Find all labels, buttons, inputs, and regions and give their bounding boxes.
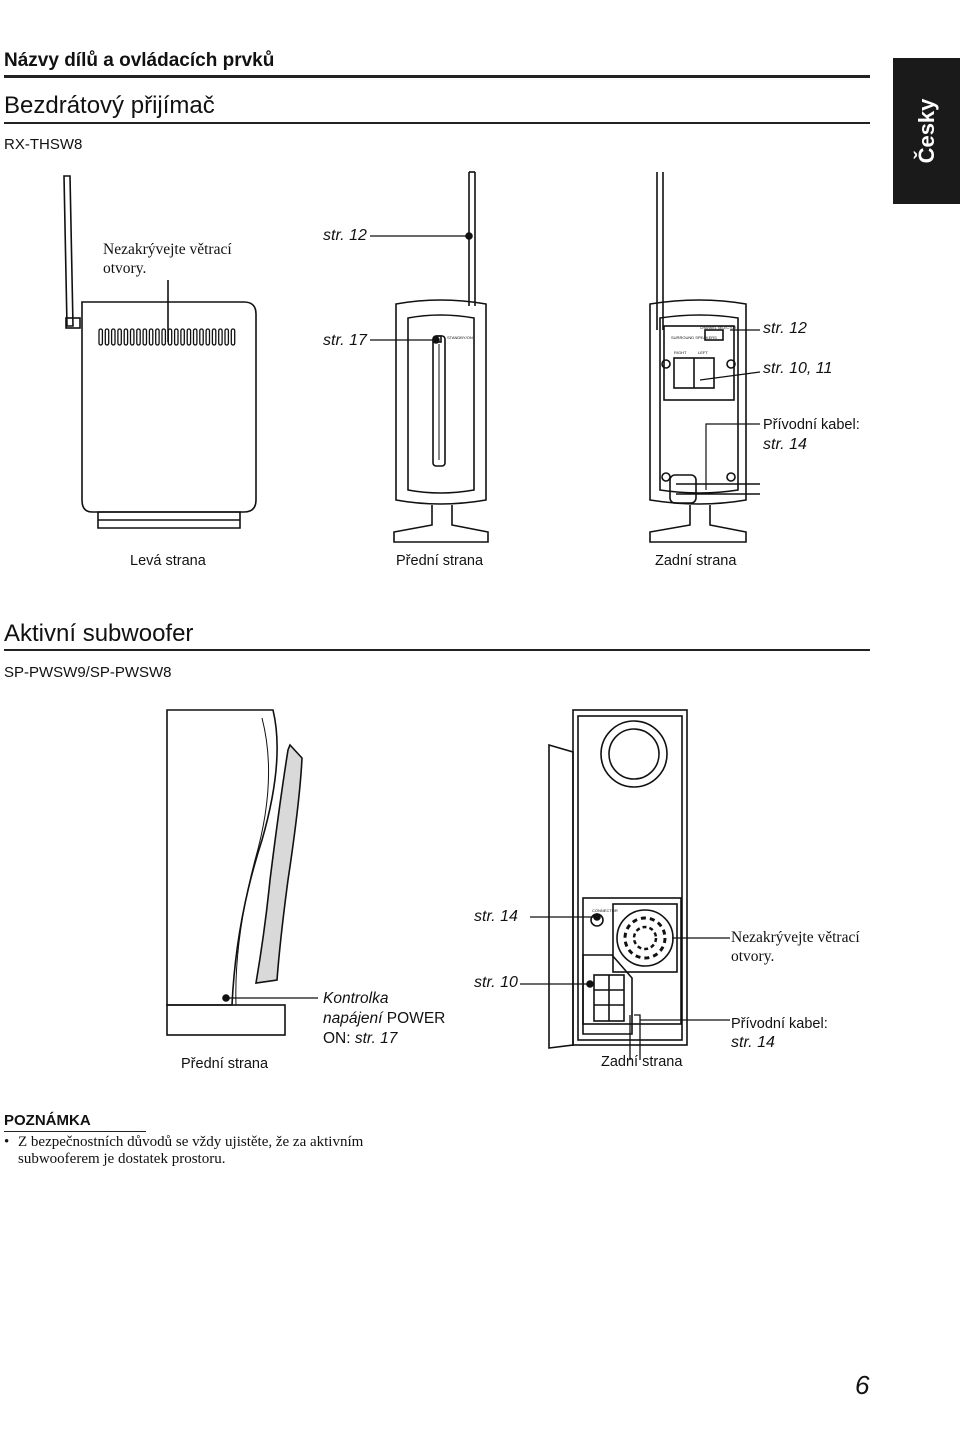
connector-panel-text: CONNECTOR bbox=[592, 908, 618, 913]
indicator-label-line2-italic: napájení bbox=[323, 1010, 383, 1027]
receiver-ref-antenna: str. 12 bbox=[323, 227, 367, 244]
indicator-label-line1: Kontrolka bbox=[323, 990, 389, 1007]
vent-slot bbox=[117, 328, 122, 346]
vent-slot bbox=[110, 328, 116, 346]
caption-receiver-front: Přední strana bbox=[396, 553, 484, 569]
vent-slot bbox=[199, 328, 204, 346]
vent-slot bbox=[218, 328, 223, 346]
vent-slot bbox=[148, 328, 154, 346]
subwoofer-model: SP-PWSW9/SP-PWSW8 bbox=[4, 664, 172, 681]
subwoofer-ref-terminals: str. 10 bbox=[474, 974, 518, 991]
vent-slot bbox=[129, 328, 135, 346]
vent-slot bbox=[205, 328, 211, 346]
note-line-1: • Z bezpečnostních důvodů se vždy ujistět… bbox=[4, 1134, 363, 1151]
caption-subwoofer-front: Přední strana bbox=[181, 1056, 269, 1072]
note-text-2: subwooferem je dostatek prostoru. bbox=[18, 1151, 226, 1167]
receiver-power-cord-label: Přívodní kabel: bbox=[763, 417, 860, 433]
vent-slot bbox=[230, 328, 236, 346]
receiver-title: Bezdrátový přijímač bbox=[4, 92, 215, 119]
vent-slot bbox=[167, 328, 173, 346]
subwoofer-indicator-label: Kontrolka napájení POWER ON: str. 17 bbox=[323, 989, 445, 1049]
language-tab-label: Česky bbox=[913, 98, 939, 164]
subwoofer-power-cord-ref: str. 14 bbox=[731, 1034, 775, 1051]
vent-slot bbox=[173, 328, 179, 346]
subwoofer-rear-view bbox=[520, 709, 730, 1060]
section-rule bbox=[4, 75, 870, 78]
subwoofer-front-view bbox=[166, 709, 318, 1036]
indicator-label-line3: ON: str. 17 bbox=[323, 1029, 445, 1049]
vent-slot bbox=[180, 328, 185, 346]
indicator-label-line3-ref: str. 17 bbox=[354, 1030, 398, 1047]
subwoofer-vent-note: Nezakrývejte větrací otvory. bbox=[731, 929, 860, 965]
section-title: Názvy dílů a ovládacích prvků bbox=[4, 50, 275, 71]
rear-right-text: RIGHT bbox=[674, 350, 687, 355]
receiver-left-view bbox=[63, 175, 257, 529]
subwoofer-title: Aktivní subwoofer bbox=[4, 620, 194, 647]
note-underline bbox=[4, 1131, 146, 1132]
note-body: • Z bezpečnostních důvodů se vždy ujistět… bbox=[4, 1134, 363, 1168]
receiver-vent-note: Nezakrývejte větrací otvory. bbox=[103, 241, 232, 277]
caption-subwoofer-rear: Zadní strana bbox=[601, 1054, 683, 1070]
vent-slot bbox=[186, 328, 192, 346]
rear-left-text: LEFT bbox=[698, 350, 708, 355]
subwoofer-ref-connector: str. 14 bbox=[474, 908, 518, 925]
vent-slot bbox=[104, 328, 110, 346]
caption-receiver-rear: Zadní strana bbox=[655, 553, 737, 569]
note-line-2: subwooferem je dostatek prostoru. bbox=[4, 1151, 363, 1168]
receiver-front-view bbox=[370, 171, 489, 543]
vent-slot bbox=[136, 328, 141, 346]
note-bullet: • bbox=[4, 1134, 10, 1150]
language-tab: Česky bbox=[893, 58, 960, 204]
vent-slot bbox=[155, 328, 160, 346]
page-number: 6 bbox=[855, 1370, 870, 1400]
caption-receiver-left: Levá strana bbox=[130, 553, 206, 569]
vent-slot bbox=[224, 328, 230, 346]
vent-slot bbox=[211, 328, 217, 346]
indicator-label-line2-rest: POWER bbox=[382, 1010, 446, 1027]
vent-slot bbox=[123, 328, 129, 346]
vent-slot bbox=[98, 328, 104, 346]
vent-slot bbox=[192, 328, 198, 346]
receiver-model: RX-THSW8 bbox=[4, 136, 83, 153]
receiver-ref-speakers: str. 10, 11 bbox=[763, 360, 833, 377]
indicator-label-line3-prefix: ON: bbox=[323, 1030, 355, 1047]
note-heading: POZNÁMKA bbox=[4, 1112, 91, 1129]
subwoofer-rule bbox=[4, 649, 870, 651]
subwoofer-power-cord-label: Přívodní kabel: bbox=[731, 1016, 828, 1032]
receiver-ref-standby: str. 17 bbox=[323, 332, 367, 349]
rear-surround-text: SURROUND SPEAKERS bbox=[671, 335, 717, 340]
note-text-1: Z bezpečnostních důvodů se vždy ujistěte… bbox=[18, 1134, 364, 1150]
receiver-power-cord-ref: str. 14 bbox=[763, 436, 807, 453]
vent-slot bbox=[142, 328, 148, 346]
receiver-ref-selector: str. 12 bbox=[763, 320, 807, 337]
rear-channel-text: CHANNEL SELECTOR bbox=[700, 326, 737, 330]
receiver-rear-view bbox=[649, 172, 761, 543]
receiver-rule bbox=[4, 122, 870, 124]
indicator-label-line2: napájení POWER bbox=[323, 1009, 445, 1029]
vent-slot bbox=[161, 328, 167, 346]
standby-panel-text: STANDBY/ON bbox=[447, 335, 473, 340]
